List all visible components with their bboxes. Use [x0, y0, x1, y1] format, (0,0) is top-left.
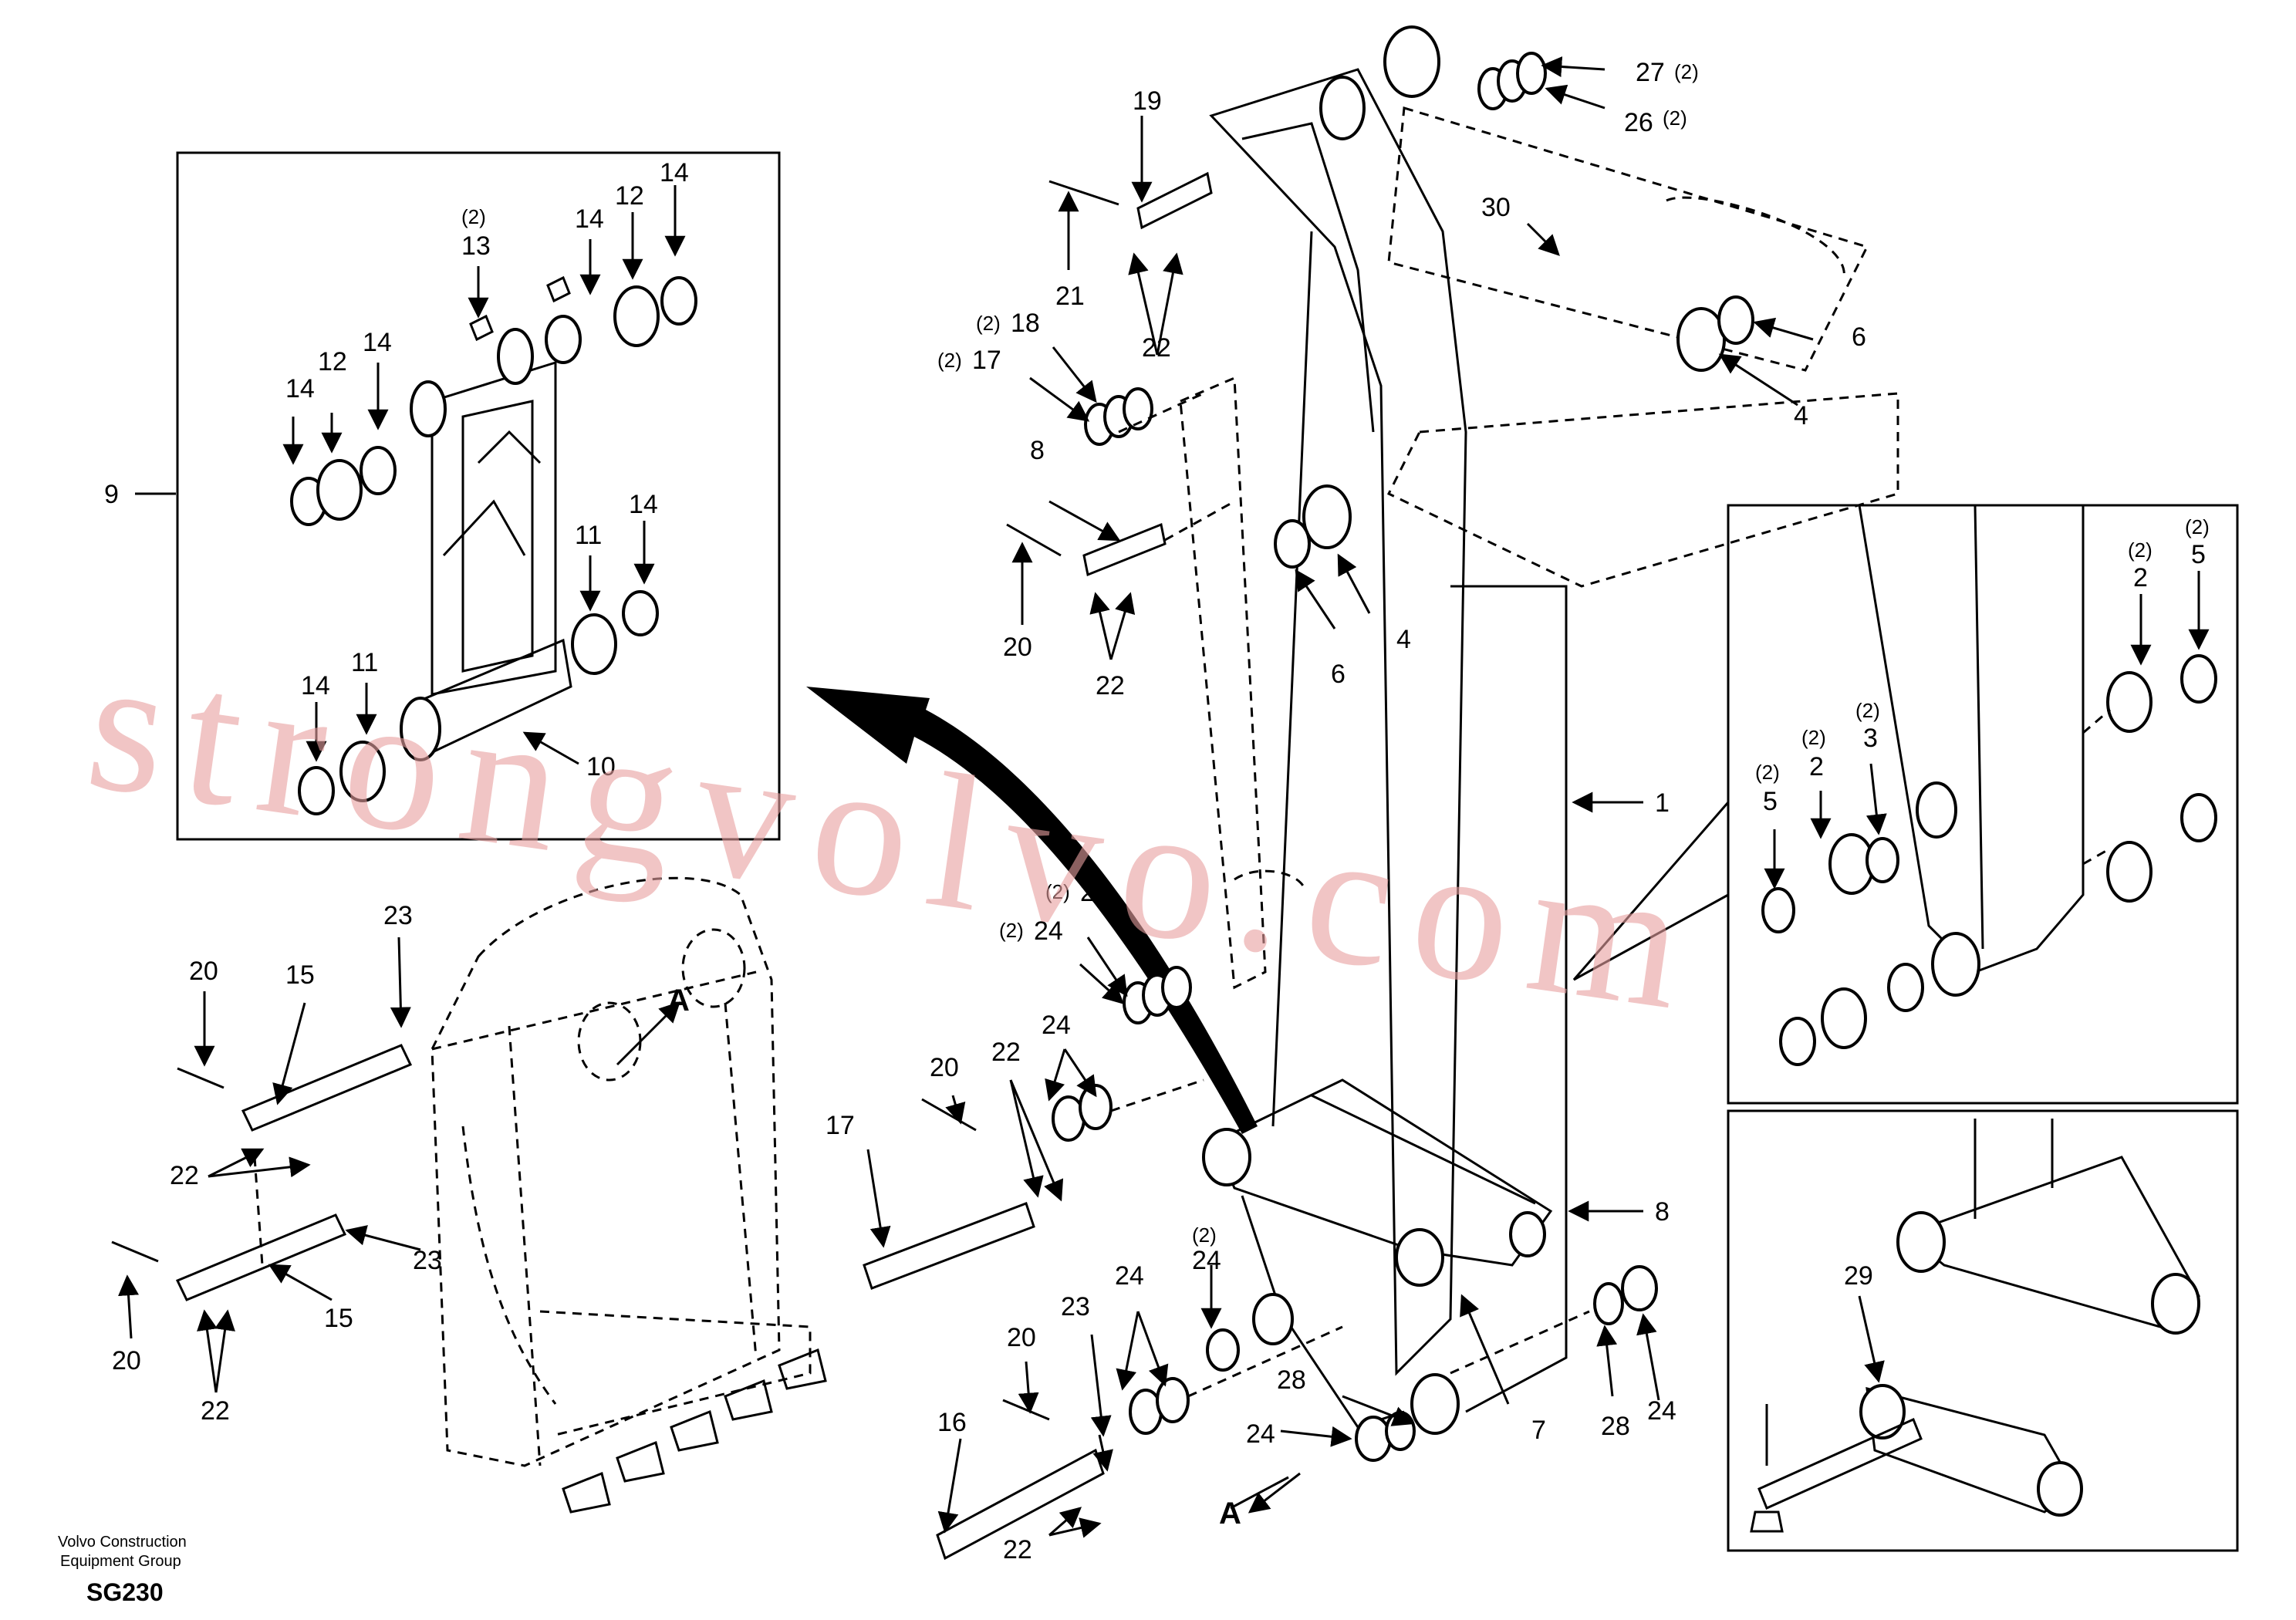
detail-box-link-29: 29 — [1727, 1109, 2239, 1552]
callout-22: 22 — [1003, 1535, 1032, 1564]
qty-label: (2) — [1045, 880, 1070, 903]
callout-17: 17 — [826, 1111, 855, 1140]
callout-4: 4 — [1794, 401, 1808, 430]
callout-23: 23 — [383, 901, 413, 930]
callout-26: 26 — [1624, 108, 1653, 137]
qty-label: (2) — [937, 349, 962, 372]
callout-17: 17 — [972, 346, 1001, 375]
callout-4: 4 — [1396, 625, 1411, 654]
diagram-code: SG230 — [86, 1578, 164, 1606]
callout-24: 24 — [1115, 1261, 1144, 1291]
callout-2: 2 — [1809, 752, 1824, 781]
callout-11: 11 — [351, 648, 378, 677]
callout-6: 6 — [1852, 322, 1866, 352]
main-arm — [863, 25, 1899, 1561]
qty-label: (2) — [1755, 761, 1780, 784]
callout-23: 23 — [1061, 1292, 1090, 1321]
callout-23: 23 — [413, 1246, 442, 1275]
callout-22: 22 — [991, 1038, 1021, 1067]
callout-28: 28 — [1601, 1412, 1630, 1441]
callout-7: 7 — [1531, 1416, 1546, 1445]
callout-12: 12 — [318, 347, 347, 376]
callout-25: 25 — [1080, 878, 1109, 907]
qty-label: (2) — [1801, 726, 1826, 749]
qty-label: (2) — [976, 312, 1001, 335]
callout-22: 22 — [201, 1396, 230, 1426]
callout-21: 21 — [1055, 282, 1085, 311]
callout-10: 10 — [586, 752, 616, 781]
callout-15: 15 — [324, 1304, 353, 1333]
callout-20: 20 — [1003, 633, 1032, 662]
detail-box-bushings: (2) 2 (2) 5 (2) 5 (2) 2 (2) 3 — [1572, 504, 2239, 1105]
callout-24: 24 — [1042, 1011, 1071, 1040]
callout-24: 24 — [1647, 1396, 1676, 1426]
callout-14: 14 — [575, 204, 604, 234]
callout-22: 22 — [170, 1161, 199, 1190]
callout-5: 5 — [2191, 540, 2206, 569]
qty-label: (2) — [2185, 515, 2210, 538]
callout-18: 18 — [1011, 309, 1040, 338]
callout-24: 24 — [1034, 916, 1063, 946]
footer-line1: Volvo Construction — [58, 1534, 187, 1551]
callout-20: 20 — [930, 1053, 959, 1082]
callout-19: 19 — [1133, 86, 1162, 116]
watermark: strongvolvo.com — [76, 615, 1716, 1053]
callout-20: 20 — [1007, 1323, 1036, 1352]
callout-13: 13 — [461, 231, 491, 261]
callout-2: 2 — [2133, 563, 2148, 592]
qty-label: (2) — [1192, 1223, 1217, 1247]
callout-30: 30 — [1481, 193, 1511, 222]
callout-14: 14 — [301, 671, 330, 700]
callout-24: 24 — [1246, 1419, 1275, 1449]
callout-24: 24 — [1192, 1246, 1221, 1275]
callout-14: 14 — [363, 328, 392, 357]
callout-16: 16 — [937, 1408, 967, 1437]
callout-5: 5 — [1763, 787, 1778, 816]
callout-9: 9 — [104, 480, 119, 509]
callout-28: 28 — [1277, 1365, 1306, 1395]
qty-label: (2) — [999, 919, 1024, 942]
callout-22: 22 — [1142, 333, 1171, 363]
callout-14: 14 — [285, 374, 315, 403]
detail-box-link-assembly: 14 12 14 (2) 13 14 12 14 11 14 11 14 10 … — [104, 151, 781, 841]
callout-3: 3 — [1863, 724, 1878, 753]
qty-label: (2) — [1855, 699, 1880, 722]
footer: Volvo Construction Equipment Group SG230 — [58, 1534, 187, 1606]
callout-20: 20 — [189, 957, 218, 986]
callout-29: 29 — [1844, 1261, 1873, 1291]
callout-14: 14 — [629, 490, 658, 519]
callout-20: 20 — [112, 1346, 141, 1375]
callout-15: 15 — [285, 960, 315, 990]
callout-27: 27 — [1636, 58, 1665, 87]
main-callouts: 19 21 22 (2) 18 (2) 17 8 20 22 6 4 6 4 2… — [826, 58, 1866, 1564]
callout-22: 22 — [1096, 671, 1125, 700]
callout-11: 11 — [575, 521, 602, 550]
callout-8: 8 — [1030, 436, 1045, 465]
bucket-assembly: 20 15 23 22 23 15 20 22 A — [111, 876, 827, 1514]
callout-6: 6 — [1331, 660, 1346, 689]
view-marker-a: A — [1219, 1497, 1241, 1531]
callout-1: 1 — [1655, 788, 1670, 818]
callout-8: 8 — [1655, 1197, 1670, 1227]
qty-label: (2) — [461, 205, 486, 228]
view-marker-a: A — [667, 984, 690, 1018]
callout-14: 14 — [660, 158, 689, 187]
callout-12: 12 — [615, 181, 644, 211]
qty-label: (2) — [1674, 60, 1699, 83]
qty-label: (2) — [2128, 538, 2152, 562]
qty-label: (2) — [1663, 106, 1687, 130]
footer-line2: Equipment Group — [60, 1553, 181, 1570]
